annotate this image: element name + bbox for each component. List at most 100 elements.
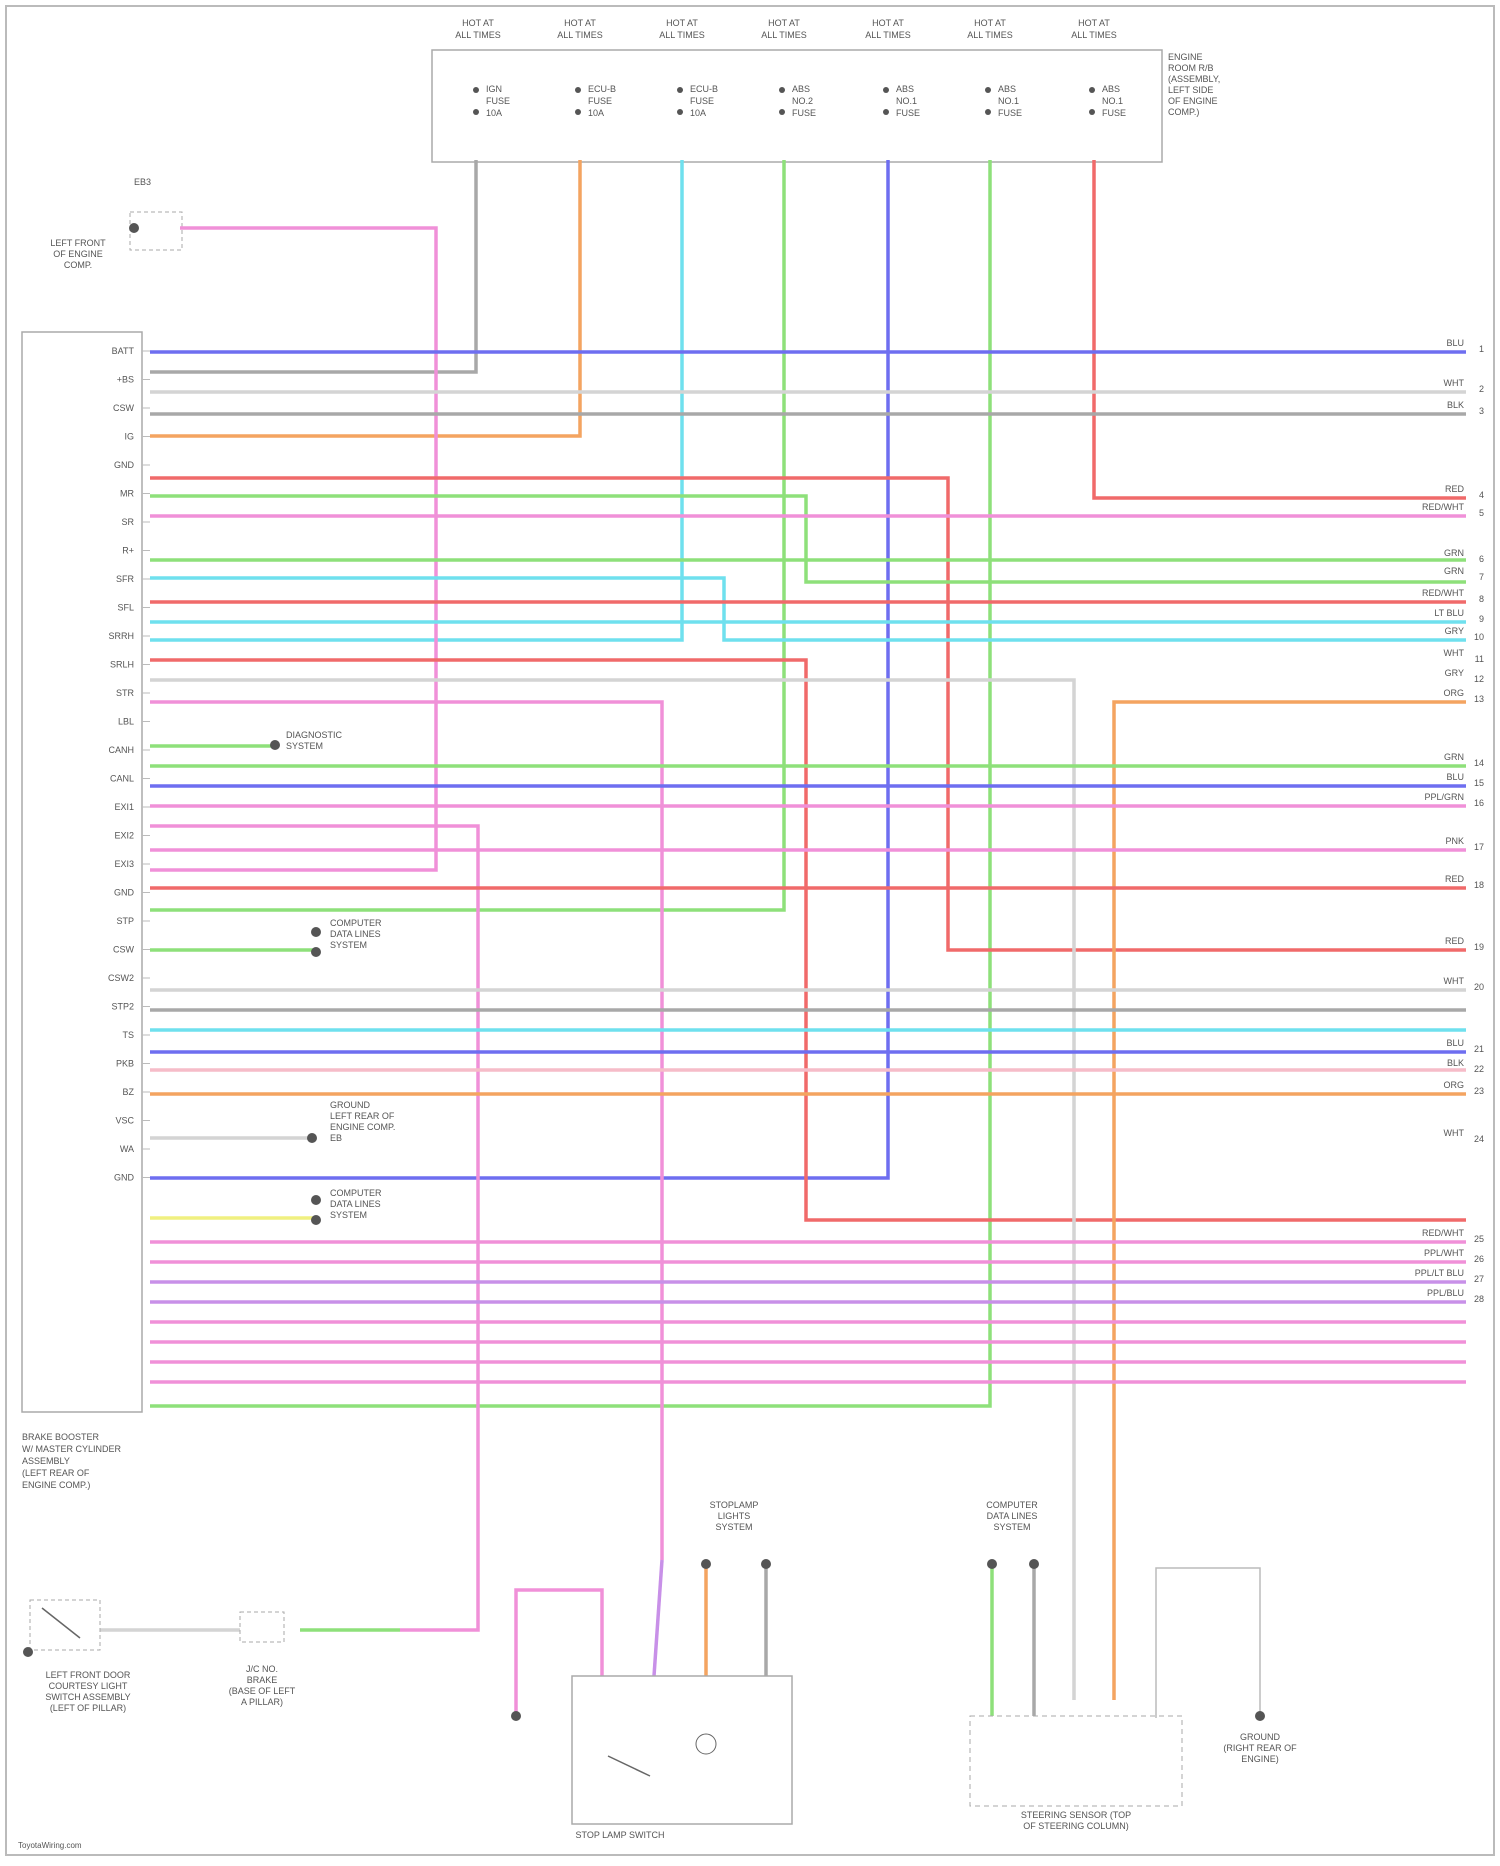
note-obd: DIAGNOSTICSYSTEM <box>270 730 343 751</box>
jb-label-line: J/C NO. <box>246 1664 278 1674</box>
wire-color-label: PPL/BLU <box>1427 1288 1464 1298</box>
fuse-header: ALL TIMES <box>455 30 501 40</box>
fuse-pin-dot <box>473 109 479 115</box>
fuse-name: NO.1 <box>1102 96 1123 106</box>
fuse-name: 10A <box>690 108 706 118</box>
fuse-name: 10A <box>588 108 604 118</box>
pin-label: EXI2 <box>114 831 134 841</box>
ground-name: EB3 <box>134 177 151 187</box>
connector-number: 6 <box>1479 554 1484 564</box>
steering-sensor-outline <box>970 1716 1182 1806</box>
wire-set <box>100 160 1466 1716</box>
wire-color-label: RED/WHT <box>1422 588 1464 598</box>
wire-color-label: PPL/GRN <box>1424 792 1464 802</box>
connector-number: 5 <box>1479 508 1484 518</box>
fuse-name: FUSE <box>588 96 612 106</box>
splice-dot <box>311 947 321 957</box>
connector-number: 13 <box>1474 694 1484 704</box>
wire-color-label: PNK <box>1445 836 1464 846</box>
module-label-line: (LEFT REAR OF <box>22 1468 90 1478</box>
note-line: COMPUTER <box>986 1500 1038 1510</box>
wire-pink-20 <box>150 702 662 1560</box>
wire-color-label: GRN <box>1444 548 1464 558</box>
wire-color-label: WHT <box>1444 378 1465 388</box>
connector-number: 14 <box>1474 758 1484 768</box>
wire-color-label: GRN <box>1444 566 1464 576</box>
splice-dot <box>311 927 321 937</box>
wire-color-label: WHT <box>1444 648 1465 658</box>
pin-label: +BS <box>117 375 134 385</box>
splice-dot <box>701 1559 711 1569</box>
splice-dot <box>307 1133 317 1143</box>
fuse-name: ECU-B <box>588 84 616 94</box>
note-line: COMPUTER <box>330 1188 382 1198</box>
fuse-name: ECU-B <box>690 84 718 94</box>
connector-number: 1 <box>1479 344 1484 354</box>
connector-number: 27 <box>1474 1274 1484 1284</box>
pin-label: GND <box>114 888 135 898</box>
fuse-header: HOT AT <box>974 18 1006 28</box>
pin-label: VSC <box>115 1116 134 1126</box>
wire-color-label: PPL/WHT <box>1424 1248 1465 1258</box>
connector-number: 22 <box>1474 1064 1484 1074</box>
connector-number: 15 <box>1474 778 1484 788</box>
wire-pink-48 <box>516 1590 602 1716</box>
fuse-block-label-line: OF ENGINE <box>1168 96 1218 106</box>
module-label-line: W/ MASTER CYLINDER <box>22 1444 122 1454</box>
fuse-header: ALL TIMES <box>659 30 705 40</box>
connector-number: 28 <box>1474 1294 1484 1304</box>
jb-connector <box>240 1612 284 1642</box>
pin-label: SFL <box>117 603 134 613</box>
connector-number: 9 <box>1479 614 1484 624</box>
wire-red-11 <box>150 478 1466 950</box>
switch-label-line: LEFT FRONT DOOR <box>46 1670 131 1680</box>
fuse-pin-dot <box>575 109 581 115</box>
wire-gray-0 <box>150 160 476 372</box>
ground-dot <box>129 223 139 233</box>
connector-number: 21 <box>1474 1044 1484 1054</box>
fuse-name: FUSE <box>690 96 714 106</box>
fuse-pin-dot <box>985 87 991 93</box>
fuse-header: HOT AT <box>462 18 494 28</box>
note-line: SYSTEM <box>993 1522 1030 1532</box>
switch-label-line: (LEFT OF PILLAR) <box>50 1703 126 1713</box>
fuse-pin-dot <box>883 109 889 115</box>
lamp-icon <box>696 1734 716 1754</box>
note-line: SYSTEM <box>330 940 367 950</box>
wire-orange-1 <box>150 160 580 436</box>
steering-label-line: OF STEERING COLUMN) <box>1023 1821 1129 1831</box>
wire-color-label: BLU <box>1446 1038 1464 1048</box>
ground-dot <box>1255 1711 1265 1721</box>
note-line: SYSTEM <box>715 1522 752 1532</box>
fuse-pin-dot <box>677 87 683 93</box>
connector-number: 10 <box>1474 632 1484 642</box>
note-line: STOPLAMP <box>710 1500 759 1510</box>
wire-color-label: BLU <box>1446 338 1464 348</box>
connector-number: 2 <box>1479 384 1484 394</box>
wire-color-label: BLK <box>1447 1058 1464 1068</box>
fuse-name: ABS <box>896 84 914 94</box>
wire-cyan-15 <box>150 578 1466 640</box>
fuse-name: ABS <box>1102 84 1120 94</box>
note-line: DIAGNOSTIC <box>286 730 343 740</box>
note-line: LIGHTS <box>718 1511 751 1521</box>
wire-color-label: WHT <box>1444 1128 1465 1138</box>
splice-dot <box>987 1559 997 1569</box>
fuse-block-label-line: COMP.) <box>1168 107 1199 117</box>
fuse-name: NO.1 <box>896 96 917 106</box>
pin-label: SRLH <box>110 660 134 670</box>
fuse-header: ALL TIMES <box>865 30 911 40</box>
switch-label-line: COURTESY LIGHT <box>49 1681 128 1691</box>
page-border <box>6 6 1494 1855</box>
connector-number: 17 <box>1474 842 1484 852</box>
wire-blue-4 <box>150 160 888 1178</box>
ground-dot <box>23 1647 33 1657</box>
pin-label: STP <box>116 916 134 926</box>
